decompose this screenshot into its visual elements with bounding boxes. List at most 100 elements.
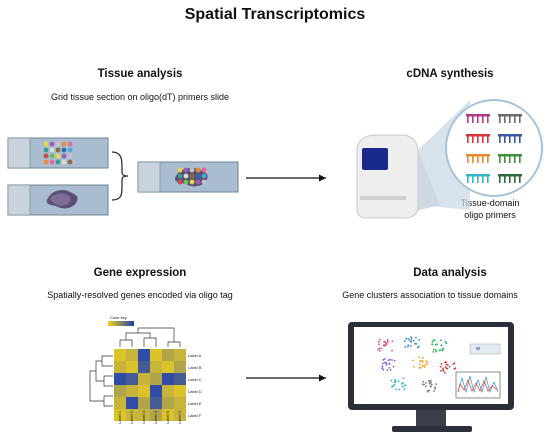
primer-spot (183, 167, 189, 173)
heatmap-cell (114, 361, 126, 373)
heatmap-cell (138, 397, 150, 409)
primer-spot (201, 173, 207, 179)
scatter-point (448, 365, 451, 368)
scatter-point (429, 379, 432, 382)
heatmap-cell (162, 373, 174, 385)
scatter-point (432, 350, 435, 353)
scatter-point (428, 382, 431, 385)
scatter-point (384, 342, 387, 344)
primer-spot (49, 141, 55, 147)
scatter-point (378, 338, 381, 341)
scatter-point (425, 363, 428, 366)
heatmap-row-label: Label F (188, 413, 202, 418)
scatter-point (388, 366, 391, 369)
scatter-point (382, 358, 385, 361)
scatter-point (377, 341, 380, 343)
scatter-point (386, 339, 389, 342)
oligo-primer (498, 114, 522, 117)
heatmap-cell (126, 385, 138, 397)
scatter-point (445, 363, 448, 366)
scatter-point (421, 357, 424, 359)
scatter-point (426, 361, 429, 364)
scatter-point (402, 377, 405, 380)
scatter-point (434, 386, 436, 389)
heatmap-cell (150, 385, 162, 397)
heatmap-cell (126, 373, 138, 385)
heatmap-cell (114, 373, 126, 385)
heatmap-cell (126, 349, 138, 361)
scatter-point (403, 388, 406, 391)
primer-spot (61, 159, 67, 165)
scatter-point (423, 366, 426, 368)
scatter-point (377, 348, 380, 351)
scatter-point (391, 340, 394, 343)
scatter-point (445, 342, 448, 345)
scatter-point (415, 342, 417, 345)
heatmap-cell (150, 397, 162, 409)
scatter-point (440, 369, 442, 372)
scatter-point (425, 360, 428, 362)
primer-caption-line2: oligo primers (464, 210, 516, 220)
primer-spot (67, 159, 73, 165)
primer-spot (189, 167, 195, 173)
scatter-point (404, 346, 407, 349)
scatter-point (405, 337, 408, 340)
heatmap-cell (138, 373, 150, 385)
heatmap-row-label: Label C (188, 377, 202, 382)
scatter-point (439, 339, 442, 342)
scatter-point (434, 349, 437, 351)
scatter-point (406, 345, 409, 348)
scatter-point (389, 358, 391, 361)
scatter-point (430, 383, 433, 386)
scatter-point (401, 382, 404, 384)
heatmap-cell (174, 397, 186, 409)
heatmap-cell (174, 373, 186, 385)
scatter-point (389, 368, 392, 371)
slide-with-primer-grid (7, 137, 109, 169)
primer-spot (177, 179, 183, 185)
heatmap-cell (162, 409, 174, 421)
scatter-point (439, 349, 442, 351)
gene-expression-heading: Gene expression (93, 267, 187, 279)
scatter-point (433, 339, 436, 342)
heatmap-col-label: Label 6 (177, 410, 182, 424)
scatter-point (397, 380, 400, 383)
heatmap-row-label: Label A (188, 353, 202, 358)
scatter-point (382, 368, 385, 371)
primer-spot (49, 147, 55, 153)
primer-spot (55, 153, 61, 159)
scatter-point (398, 388, 401, 391)
scatter-point (445, 361, 448, 364)
scatter-point (393, 359, 396, 362)
scatter-point (381, 367, 384, 369)
data-analysis-description: Gene clusters association to tissue doma… (342, 290, 518, 300)
scatter-point (410, 345, 412, 347)
heatmap-col-label: Label 3 (141, 410, 146, 424)
scatter-point (410, 340, 413, 343)
heatmap-cell (150, 349, 162, 361)
scatter-point (423, 364, 425, 367)
scatter-point (384, 361, 386, 364)
primer-spot (43, 147, 49, 153)
scatter-point (422, 380, 425, 383)
primer-spot (195, 179, 201, 185)
scatter-point (403, 340, 406, 342)
scatter-point (378, 343, 380, 346)
scatter-point (378, 347, 381, 350)
oligo-primer (498, 154, 522, 157)
primer-spot (195, 173, 201, 179)
scatter-point (410, 337, 413, 340)
heatmap-cell (162, 349, 174, 361)
scatter-point (391, 359, 393, 361)
scatter-point (392, 365, 395, 368)
scatter-point (439, 365, 442, 368)
scatter-point (432, 339, 435, 342)
scatter-point (395, 388, 398, 391)
scatter-point (440, 363, 443, 365)
heatmap-row-label: Label E (188, 401, 202, 406)
primer-spot (49, 159, 55, 165)
heatmap-cell (126, 361, 138, 373)
scatter-point (419, 363, 421, 366)
primer-spot (61, 147, 67, 153)
